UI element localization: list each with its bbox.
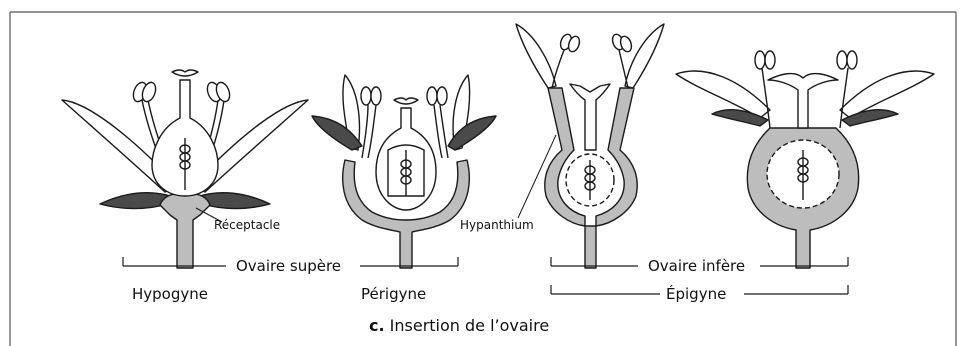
label-epigyne: Épigyne: [666, 284, 726, 303]
label-perigyne: Périgyne: [361, 285, 426, 303]
figure-caption: c. Insertion de l’ovaire: [369, 316, 549, 335]
label-hypogyne: Hypogyne: [132, 285, 208, 303]
receptacle: [160, 194, 210, 268]
flower-hypogyne: [62, 70, 308, 268]
caption-letter: c.: [369, 316, 385, 335]
flower-epigyne: [676, 51, 934, 268]
hypanthium-label: Hypanthium: [460, 218, 534, 232]
receptacle-label: Réceptacle: [214, 218, 280, 232]
label-ovaire-infere: Ovaire infère: [648, 257, 745, 275]
flower-epigyne-hypanthium: [516, 24, 664, 268]
caption-text: Insertion de l’ovaire: [385, 316, 550, 335]
label-ovaire-supere: Ovaire supère: [236, 257, 341, 275]
flower-perigyne: [312, 75, 496, 268]
